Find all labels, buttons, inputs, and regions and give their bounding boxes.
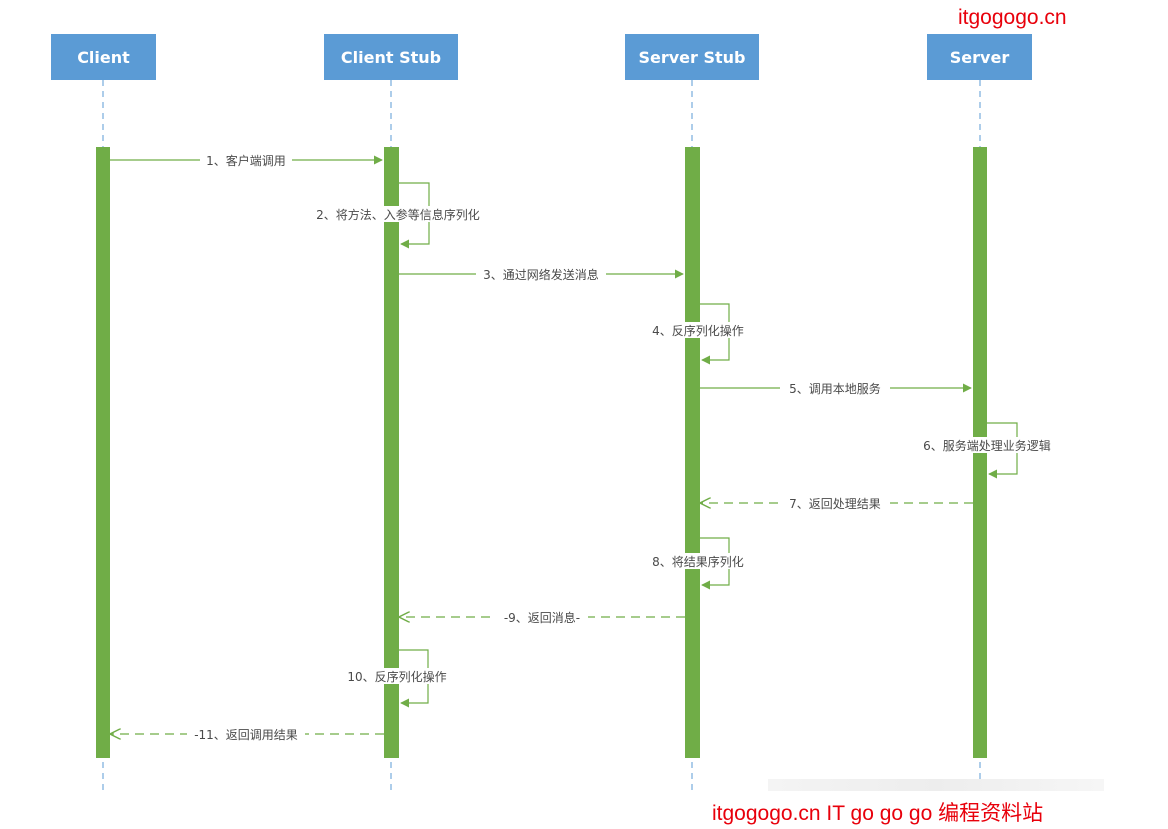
message-2: 2、将方法、入参等信息序列化 xyxy=(307,182,489,249)
message-5-label: 5、调用本地服务 xyxy=(789,381,881,396)
activation-client-stub xyxy=(384,147,399,758)
message-4-label: 4、反序列化操作 xyxy=(652,323,744,338)
message-10: 10、反序列化操作 xyxy=(342,649,452,708)
activation-client xyxy=(96,147,110,758)
message-11: -11、返回调用结果 xyxy=(111,726,384,742)
watermark-bottom: itgogogo.cn IT go go go 编程资料站 xyxy=(712,802,1044,825)
activation-server-stub xyxy=(685,147,700,758)
message-1-label: 1、客户端调用 xyxy=(206,153,286,168)
participant-client-stub: Client Stub xyxy=(324,34,458,80)
faint-bar xyxy=(768,779,1104,791)
message-11-label: -11、返回调用结果 xyxy=(194,728,298,742)
message-9-label: -9、返回消息- xyxy=(504,610,580,625)
message-6: 6、服务端处理业务逻辑 xyxy=(916,422,1058,479)
message-6-label: 6、服务端处理业务逻辑 xyxy=(923,438,1051,453)
message-1: 1、客户端调用 xyxy=(110,152,383,168)
message-9: -9、返回消息- xyxy=(400,609,685,625)
watermark-top: itgogogo.cn xyxy=(958,6,1067,29)
message-8: 8、将结果序列化 xyxy=(646,537,750,590)
message-8-label: 8、将结果序列化 xyxy=(652,554,744,569)
message-7: 7、返回处理结果 xyxy=(701,495,973,511)
message-3: 3、通过网络发送消息 xyxy=(399,266,684,282)
message-3-label: 3、通过网络发送消息 xyxy=(483,267,599,282)
participant-server: Server xyxy=(927,34,1032,80)
message-2-label: 2、将方法、入参等信息序列化 xyxy=(316,207,480,222)
participant-server-stub: Server Stub xyxy=(625,34,759,80)
message-4: 4、反序列化操作 xyxy=(646,303,750,365)
message-10-label: 10、反序列化操作 xyxy=(347,669,446,684)
message-5: 5、调用本地服务 xyxy=(700,380,972,396)
message-7-label: 7、返回处理结果 xyxy=(789,497,881,511)
participant-client: Client xyxy=(51,34,156,80)
